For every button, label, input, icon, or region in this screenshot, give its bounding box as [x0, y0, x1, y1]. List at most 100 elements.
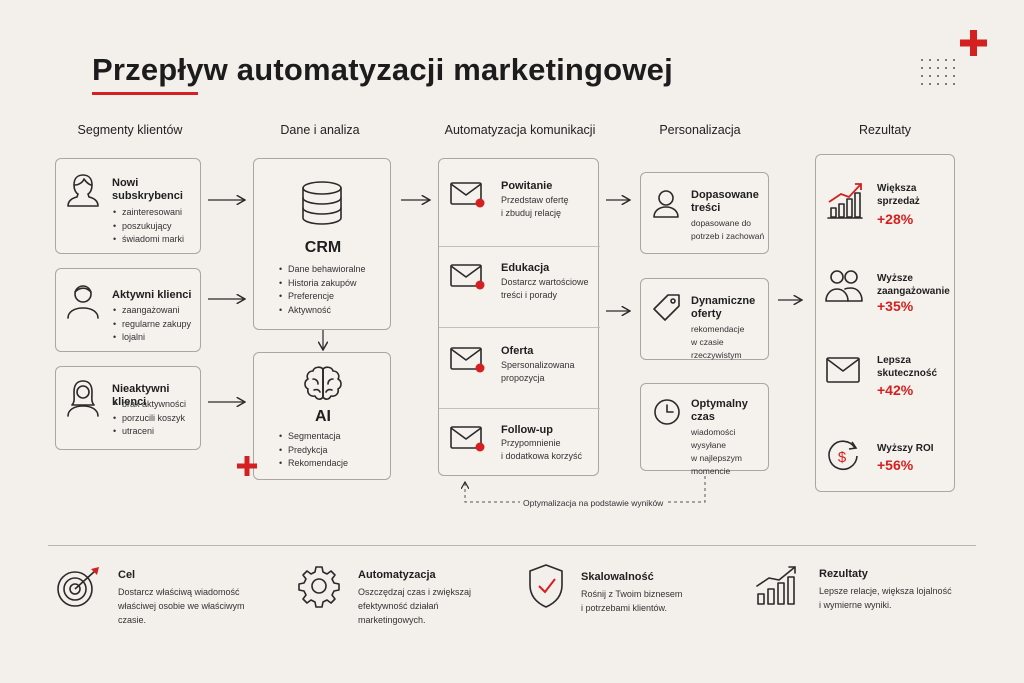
bullet: świadomi marki: [113, 233, 184, 247]
segment-box-active: Aktywni klienci zaangażowani regularne z…: [55, 268, 201, 352]
comm-desc-line: propozycja: [501, 373, 545, 383]
personalization-title: Optymalny czas: [691, 398, 748, 424]
result-title: Wyższe zaangażowanie: [877, 272, 950, 298]
comm-desc-line: treści i porady: [501, 290, 558, 300]
dot-grid-decoration: [921, 59, 955, 85]
comm-item-followup: Follow-up Przypomnienie i dodatkowa korz…: [450, 424, 590, 474]
bottom-item-scalability: Skalowalność Rośnij z Twoim biznesem i p…: [528, 563, 738, 633]
personalization-box-content: Dopasowane treści dopasowane do potrzeb …: [640, 172, 769, 254]
desc-line: w czasie rzeczywistym: [691, 337, 742, 360]
personalization-title: Dynamiczne oferty: [691, 295, 755, 321]
communication-box: [438, 158, 600, 476]
desc-line: rekomendacje: [691, 324, 745, 334]
bullet: Aktywność: [279, 304, 366, 318]
bullet: Segmentacja: [279, 430, 348, 444]
bottom-text: Rośnij z Twoim biznesem i potrzebami kli…: [581, 587, 682, 615]
bottom-item-results: Rezultaty Lepsze relacje, większa lojaln…: [755, 560, 985, 630]
text-line: Lepsze relacje, większa lojalność: [819, 586, 952, 596]
text-line: Rośnij z Twoim biznesem: [581, 589, 683, 599]
text-line: marketingowych.: [358, 615, 426, 625]
title-line: zaangażowanie: [877, 286, 950, 297]
segment-bullets: zaangażowani regularne zakupy lojalni: [112, 304, 191, 345]
divider: [439, 246, 600, 247]
comm-desc-line: Dostarcz wartościowe: [501, 277, 589, 287]
person-female-icon: [67, 174, 99, 207]
bottom-item-goal: Cel Dostarcz właściwą wiadomość właściwe…: [55, 563, 275, 633]
result-value: +35%: [877, 298, 914, 314]
text-line: efektywność działań: [358, 601, 439, 611]
segment-bullets: brak aktywności porzucili koszyk utracen…: [112, 398, 186, 439]
text-line: właściwej osobie we właściwym: [118, 601, 245, 611]
result-value: +28%: [877, 211, 914, 227]
database-icon: [302, 181, 342, 225]
result-title: Wyższy ROI: [877, 443, 934, 454]
text-line: i wymierne wyniki.: [819, 600, 892, 610]
text-line: Dostarcz właściwą wiadomość: [118, 587, 240, 597]
bottom-title: Skalowalność: [581, 571, 654, 583]
ai-box: AI Segmentacja Predykcja Rekomendacje: [253, 352, 391, 480]
desc-line: w najlepszym: [691, 453, 743, 463]
comm-item-welcome: Powitanie Przedstaw ofertę i zbuduj rela…: [450, 180, 590, 240]
bullet: Rekomendacje: [279, 457, 348, 471]
tag-icon: [653, 294, 680, 321]
desc-line: momencie: [691, 466, 731, 476]
bottom-title: Automatyzacja: [358, 569, 436, 581]
person-female-icon: [67, 380, 99, 417]
ai-label: AI: [315, 408, 331, 425]
personalization-box-timing: Optymalny czas wiadomości wysyłane w naj…: [640, 383, 769, 476]
desc-line: wiadomości wysyłane: [691, 427, 736, 450]
divider: [439, 327, 600, 328]
clock-icon: [654, 399, 680, 425]
bullet: utraceni: [113, 425, 186, 439]
comm-desc-line: i zbuduj relację: [501, 208, 562, 218]
comm-desc-line: Spersonalizowana: [501, 360, 575, 370]
bottom-text: Dostarcz właściwą wiadomość właściwej os…: [118, 585, 245, 627]
bullet: Dane behawioralne: [279, 263, 366, 277]
bottom-title: Cel: [118, 569, 136, 581]
bottom-item-automation: Automatyzacja Oszczędzaj czas i zwiększa…: [298, 563, 508, 633]
personalization-desc: rekomendacje w czasie rzeczywistym: [691, 323, 768, 362]
title-line: Lepsza: [877, 355, 911, 366]
bullet: zaangażowani: [113, 304, 191, 318]
comm-title: Powitanie: [501, 180, 553, 192]
ai-bullets: Segmentacja Predykcja Rekomendacje: [278, 430, 348, 471]
result-item-sales: Większa sprzedaż +28%: [825, 176, 950, 236]
users-icon: [825, 270, 863, 302]
column-header-personalization: Personalizacja: [659, 123, 741, 137]
segment-box-inactive: Nieaktywni klienci brak aktywności porzu…: [55, 366, 201, 450]
bar-chart-growth-icon: [756, 566, 796, 605]
result-item-roi: $ Wyższy ROI +56%: [825, 436, 950, 486]
comm-title: Follow-up: [501, 424, 553, 436]
result-value: +56%: [877, 457, 914, 473]
title-line: Dopasowane: [691, 189, 759, 201]
title-line: skuteczność: [877, 368, 938, 379]
title-line: Wyższe: [877, 273, 913, 284]
result-title: Lepsza skuteczność: [877, 354, 937, 380]
user-icon: [653, 190, 679, 218]
email-icon: [826, 357, 860, 383]
bullet: brak aktywności: [113, 398, 186, 412]
column-header-results: Rezultaty: [858, 123, 912, 137]
result-value: +42%: [877, 382, 914, 398]
bullet: Predykcja: [279, 444, 348, 458]
segment-title: Nowi subskrybenci: [112, 177, 183, 202]
personalization-title: Dopasowane treści: [691, 189, 759, 215]
page-title: Przepływ automatyzacji marketingowej: [92, 52, 673, 87]
segment-bullets: zainteresowani poszukujący świadomi mark…: [112, 206, 184, 247]
comm-item-education: Edukacja Dostarcz wartościowe treści i p…: [450, 262, 590, 322]
segment-title: Aktywni klienci: [112, 289, 192, 301]
comm-title: Edukacja: [501, 262, 550, 274]
title-line: treści: [691, 202, 721, 214]
column-header-automation: Automatyzacja komunikacji: [444, 123, 596, 137]
bullet: poszukujący: [113, 220, 184, 234]
title-line: sprzedaż: [877, 196, 920, 207]
crm-bullets: Dane behawioralne Historia zakupów Prefe…: [278, 263, 366, 317]
text-line: i potrzebami klientów.: [581, 603, 668, 613]
comm-title: Oferta: [501, 345, 534, 357]
desc-line: potrzeb i zachowań: [691, 231, 765, 241]
result-item-engagement: Wyższe zaangażowanie +35%: [825, 266, 950, 326]
email-notification-icon: [450, 264, 485, 290]
shield-check-icon: [529, 564, 563, 608]
comm-desc: Dostarcz wartościowe treści i porady: [501, 276, 601, 302]
bullet: zainteresowani: [113, 206, 184, 220]
